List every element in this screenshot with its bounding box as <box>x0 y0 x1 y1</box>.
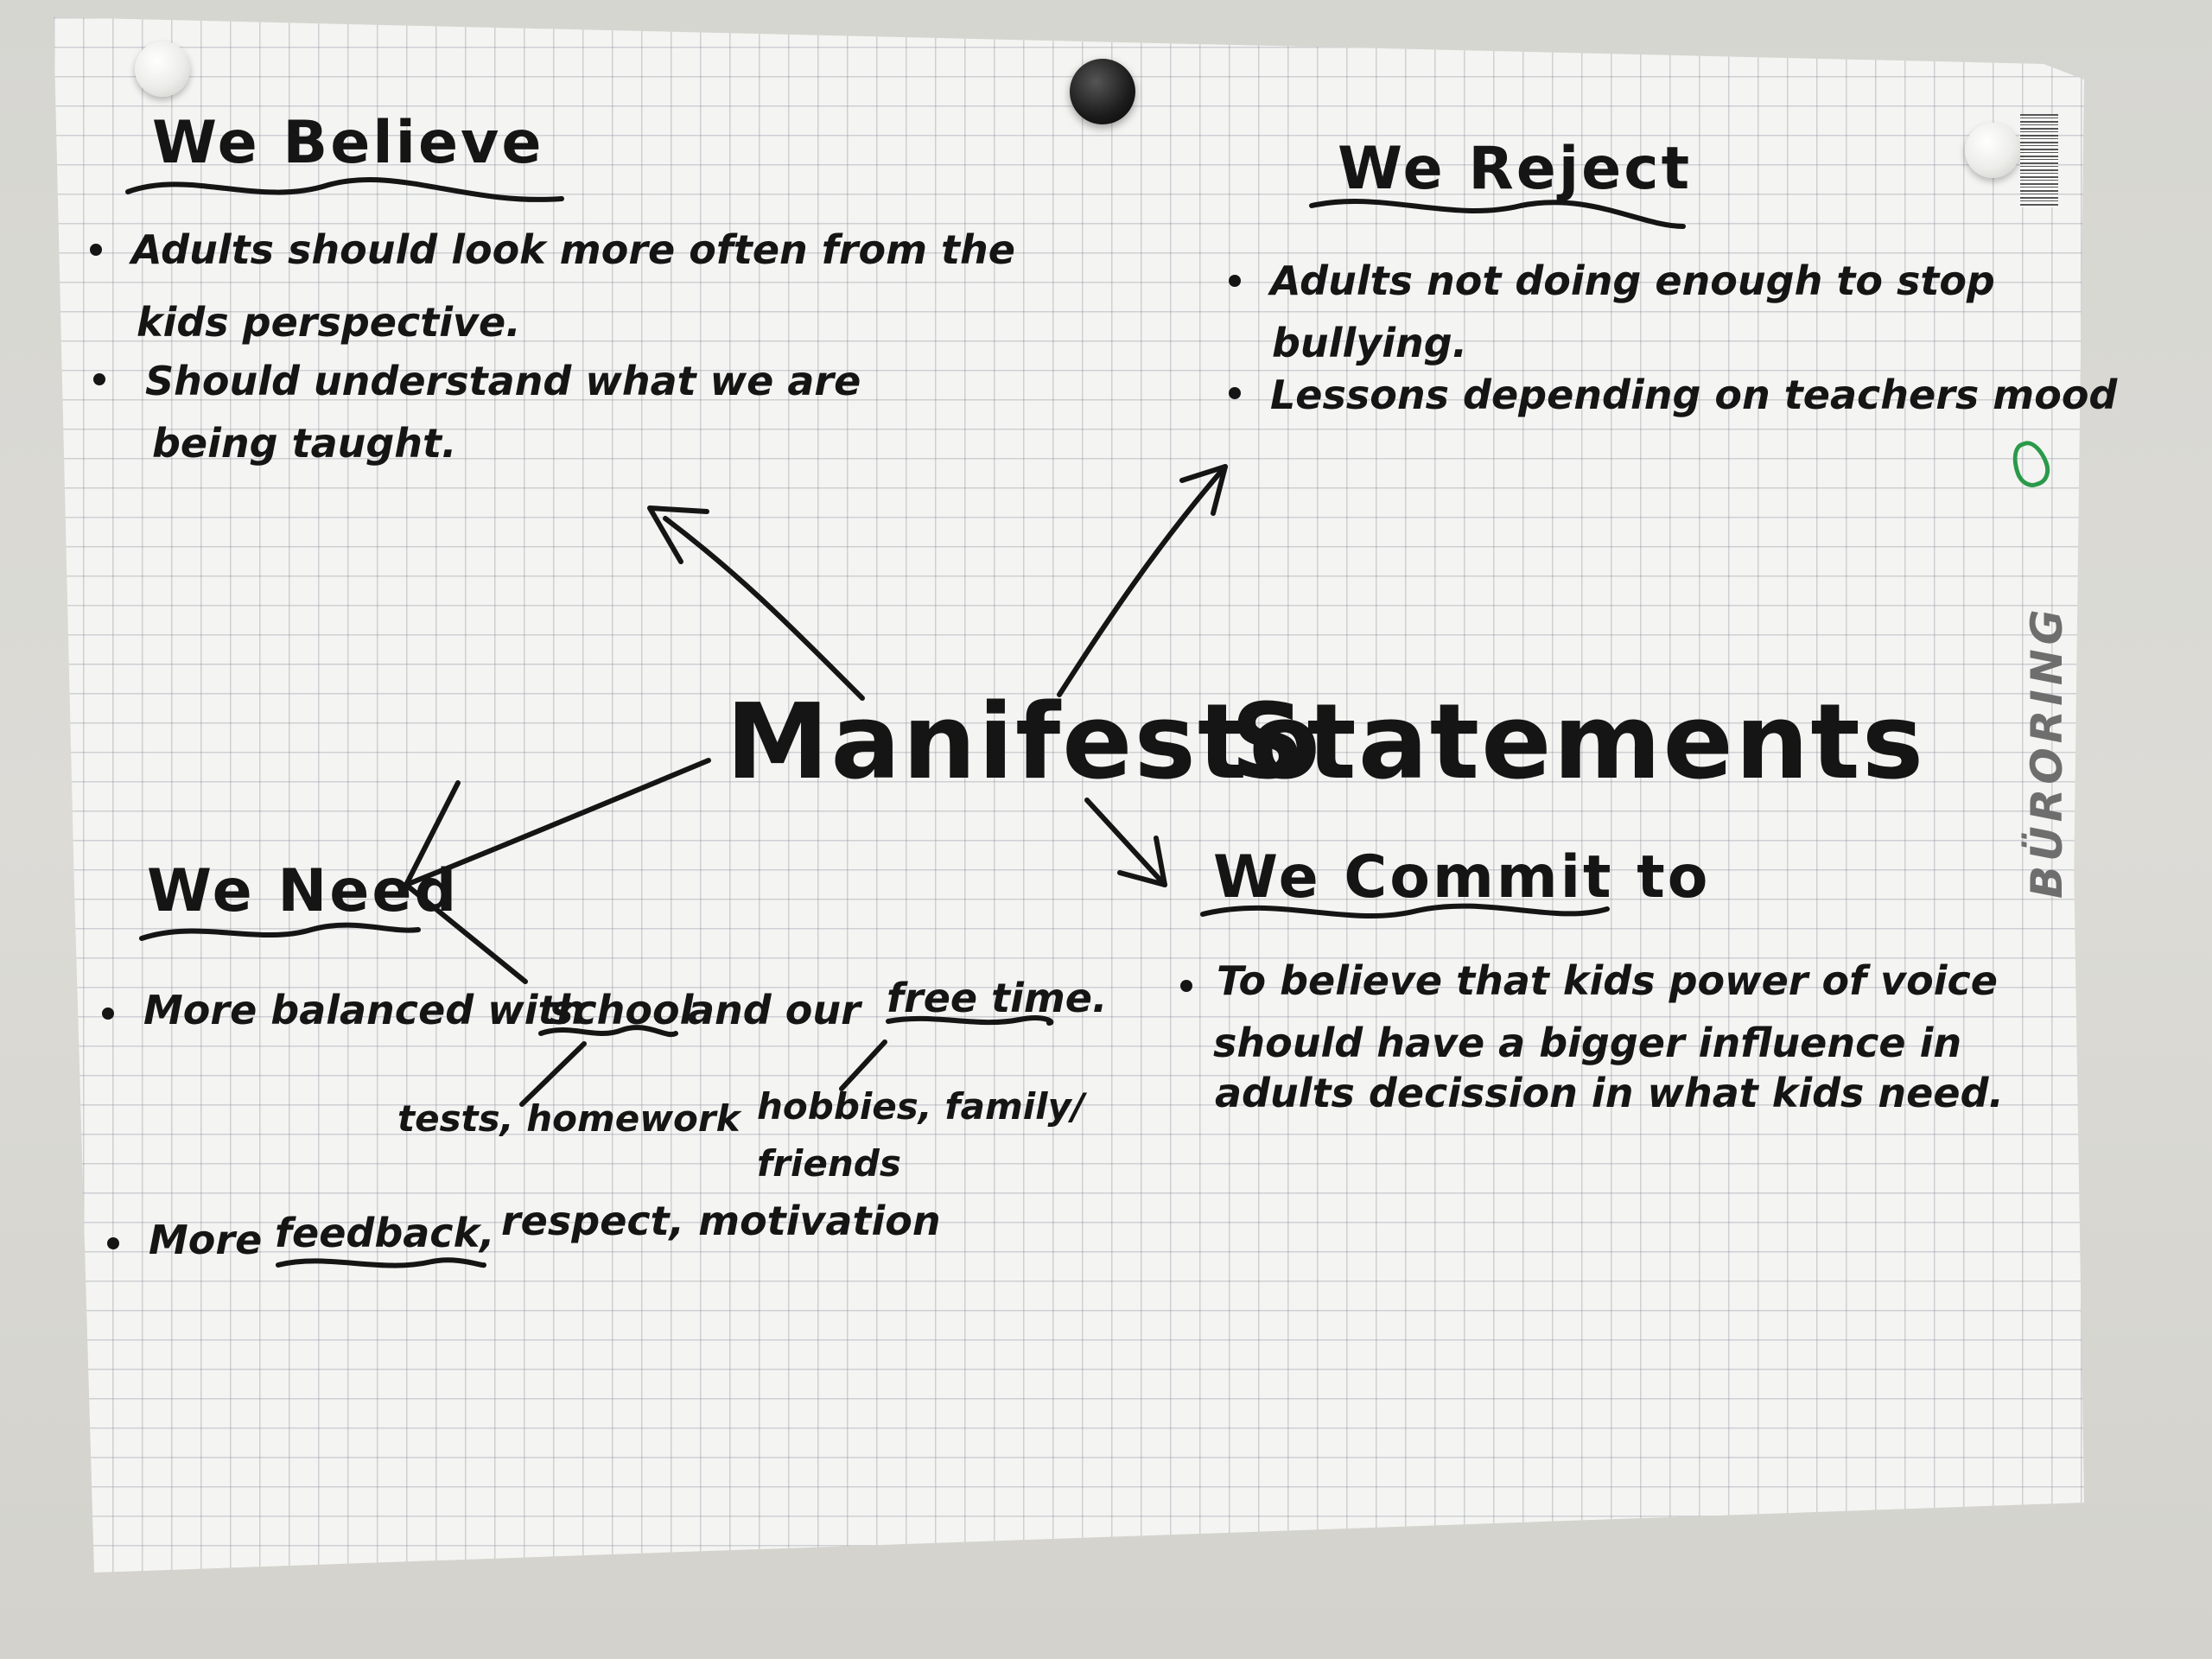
commit-line-1: To believe that kids power of voice <box>1217 957 1998 1004</box>
need-line-1-school: school <box>550 987 694 1033</box>
reject-line-3: Lessons depending on teachers mood <box>1270 372 2118 418</box>
need-line-1-b: and our <box>688 987 861 1033</box>
believe-line-2: kids perspective. <box>137 299 521 346</box>
believe-heading: We Believe <box>152 109 544 177</box>
believe-bullet-2 <box>93 373 105 385</box>
believe-line-1: Adults should look more often from the <box>131 226 1015 273</box>
white-magnet-left <box>135 41 190 97</box>
need-line-2-a: More <box>149 1217 263 1263</box>
title-statements: Statements <box>1230 683 1926 803</box>
feedback-underline <box>276 1257 486 1268</box>
reject-line-1: Adults not doing enough to stop <box>1270 257 1995 304</box>
reject-underline <box>1309 199 1686 229</box>
believe-bullet-1 <box>90 244 102 256</box>
need-line-2-feedback: feedback, <box>275 1210 495 1256</box>
barcode-sticker <box>2020 114 2058 207</box>
believe-line-3: Should understand what we are <box>145 358 861 404</box>
reject-bullet-2 <box>1229 387 1241 399</box>
flipchart-sheet <box>54 17 2084 1573</box>
commit-heading: We Commit to <box>1213 843 1711 912</box>
commit-line-3: adults decission in what kids need. <box>1215 1070 2004 1116</box>
commit-underline <box>1200 903 1610 919</box>
commit-line-2: should have a bigger influence in <box>1213 1020 1962 1066</box>
need-line-2-b: respect, motivation <box>501 1198 941 1244</box>
need-heading: We Need <box>147 857 460 925</box>
white-magnet-right <box>1965 123 2020 178</box>
arrow-to-need <box>404 758 711 887</box>
free-time-underline <box>886 1015 1054 1026</box>
arrow-to-reject <box>1057 464 1228 697</box>
reject-line-2: bullying. <box>1272 320 1468 366</box>
need-sub-free-1: hobbies, family/ <box>757 1085 1085 1128</box>
need-sub-school: tests, homework <box>397 1097 741 1140</box>
free-time-connector <box>839 1039 887 1091</box>
commit-bullet-1 <box>1180 980 1192 992</box>
school-connector <box>519 1041 587 1107</box>
arrow-to-commit <box>1084 798 1167 887</box>
school-underline <box>538 1025 678 1038</box>
believe-line-4: being taught. <box>152 420 457 467</box>
reject-bullet-1 <box>1229 275 1241 287</box>
need-line-1-a: More balanced with <box>143 987 586 1033</box>
believe-underline <box>125 177 564 202</box>
reject-heading: We Reject <box>1338 135 1693 203</box>
need-bullet-2 <box>107 1237 119 1249</box>
need-bullet-1 <box>102 1007 114 1020</box>
need-line-1-free-time: free time. <box>887 975 1108 1021</box>
need-sub-free-2: friends <box>757 1142 901 1185</box>
arrow-to-believe <box>663 516 865 701</box>
black-magnet-center <box>1070 59 1135 124</box>
need-underline <box>139 922 421 941</box>
title-manifesto: Manifesto <box>726 683 1322 803</box>
